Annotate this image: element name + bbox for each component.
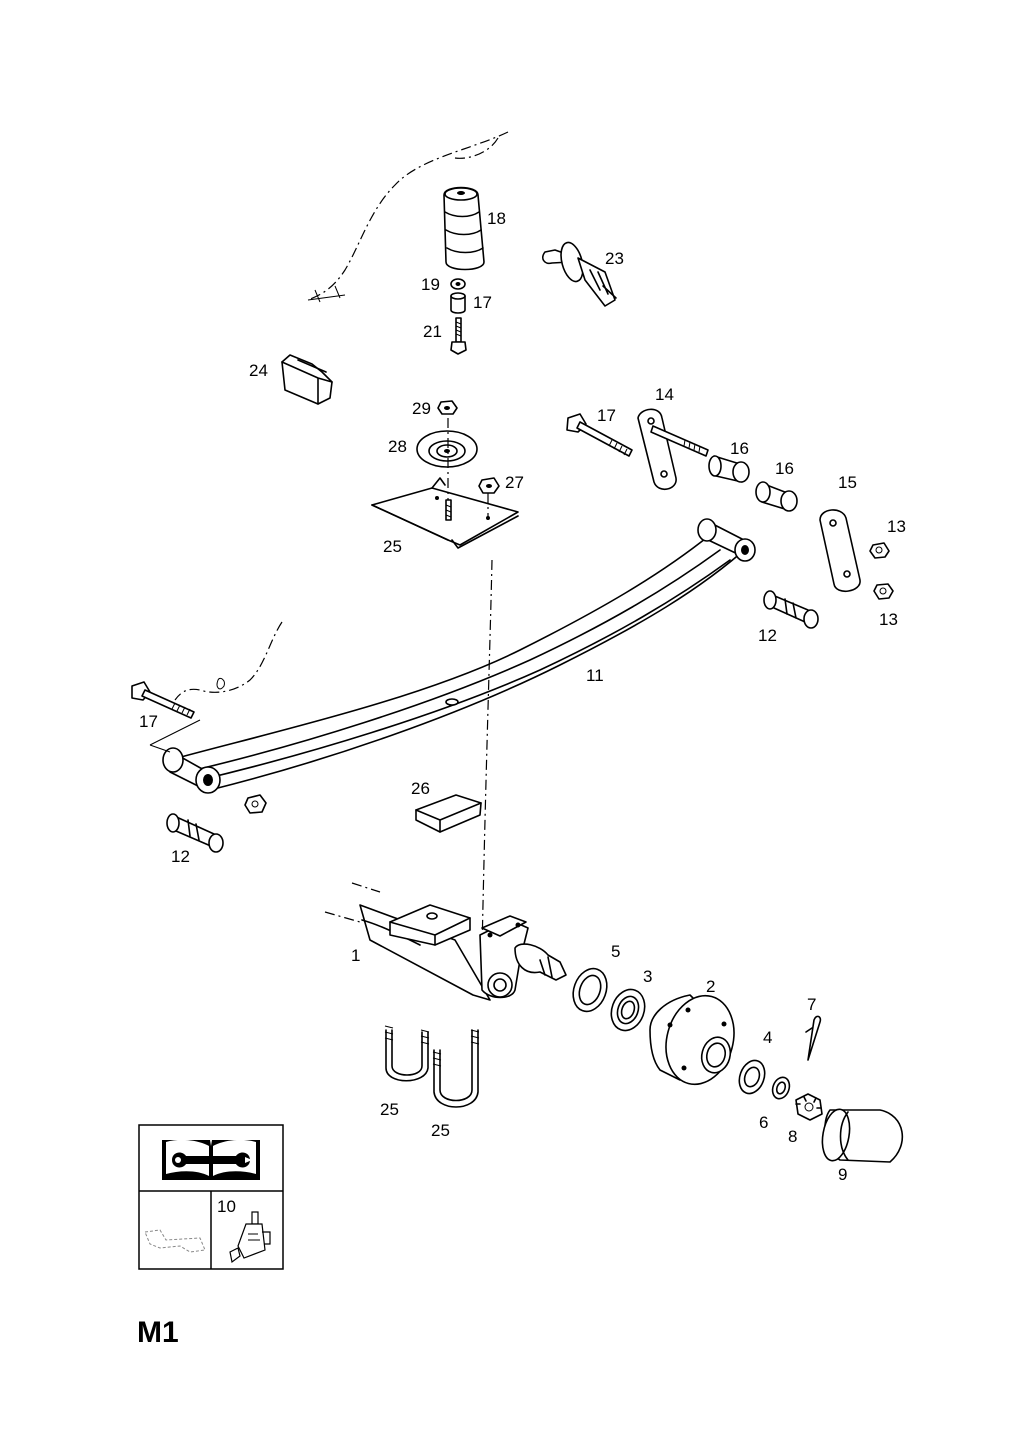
callout-11: 11	[586, 666, 604, 685]
callout-25-b: 25	[431, 1121, 450, 1140]
callout-27: 27	[505, 473, 524, 492]
callout-23: 24	[249, 361, 268, 380]
wrench-icon	[172, 1152, 252, 1168]
callout-26: 26	[411, 779, 430, 798]
bolt-17-right	[566, 413, 633, 457]
callout-29: 29	[412, 399, 431, 418]
pin-12-right	[763, 590, 819, 629]
callout-28: 28	[388, 437, 407, 456]
bushing-16b	[755, 481, 798, 512]
callout-17-left: 17	[139, 712, 158, 731]
callout-13-a: 13	[887, 517, 906, 536]
callout-4: 4	[763, 1028, 772, 1047]
washer-spacer-bolt	[450, 278, 467, 355]
inner-bearing	[610, 988, 646, 1032]
pin-12-left	[166, 813, 224, 853]
callout-13-b: 13	[879, 610, 898, 629]
wheel-hub	[649, 994, 735, 1086]
axle-beam	[324, 882, 567, 1001]
callout-19: 17	[473, 293, 492, 312]
vehicle-body-outline	[307, 131, 509, 303]
page-code: M1	[137, 1316, 179, 1349]
legend-box-graphics: 10	[138, 1124, 284, 1270]
bushing-16a	[708, 455, 750, 483]
callout-12-right: 12	[758, 626, 777, 645]
spring-pad	[415, 794, 482, 833]
callout-3: 3	[643, 967, 652, 986]
callout-21: 21	[423, 322, 442, 341]
bolt-17-left	[131, 681, 201, 753]
callout-22: 23	[605, 249, 624, 268]
nut-13b	[873, 583, 894, 600]
outer-bearing	[738, 1059, 766, 1095]
callout-labels: 18 23 19 17 21 24 14 29 17 28 16 16 27 1…	[139, 209, 906, 1184]
u-bolt-25b	[432, 1029, 480, 1108]
callout-6: 6	[759, 1113, 768, 1132]
rubber-block	[281, 354, 333, 405]
callout-7: 7	[807, 995, 816, 1014]
castle-nut	[795, 1093, 823, 1121]
special-tool-icon	[229, 1211, 271, 1264]
vehicle-body-outline-lower	[174, 621, 283, 701]
leaf-spring	[162, 518, 756, 794]
dust-cap	[821, 1108, 904, 1163]
callout-2: 2	[706, 977, 715, 996]
shackle-plate-14	[637, 408, 709, 490]
grease-seal	[572, 967, 608, 1013]
cotter-pin	[805, 1015, 822, 1061]
vehicle-outline-icon	[144, 1229, 206, 1253]
nut-13a	[869, 542, 890, 559]
assembly-center-line	[481, 559, 493, 951]
callout-1: 1	[351, 946, 360, 965]
nut-27	[478, 477, 500, 494]
plug-fastener	[542, 241, 617, 307]
callout-8: 8	[788, 1127, 797, 1146]
nut-and-plate	[416, 400, 478, 468]
callout-17-right: 17	[597, 406, 616, 425]
callout-15: 15	[838, 473, 857, 492]
bump-stop	[443, 186, 485, 271]
callout-12-left: 12	[171, 847, 190, 866]
bracket-plate	[371, 418, 519, 549]
callout-5: 5	[611, 942, 620, 961]
callout-18: 18	[487, 209, 506, 228]
callout-16-b: 16	[775, 459, 794, 478]
u-bolt-25a	[384, 1025, 430, 1082]
callout-9: 9	[838, 1165, 847, 1184]
callout-16-a: 16	[730, 439, 749, 458]
thrust-washer	[771, 1076, 791, 1100]
callout-14: 14	[655, 385, 674, 404]
callout-24: 25	[383, 537, 402, 556]
shackle-plate-15	[819, 509, 861, 592]
callout-20: 19	[421, 275, 440, 294]
callout-25-a: 25	[380, 1100, 399, 1119]
spring-nut	[244, 794, 267, 814]
legend-tool-number: 10	[217, 1197, 236, 1216]
